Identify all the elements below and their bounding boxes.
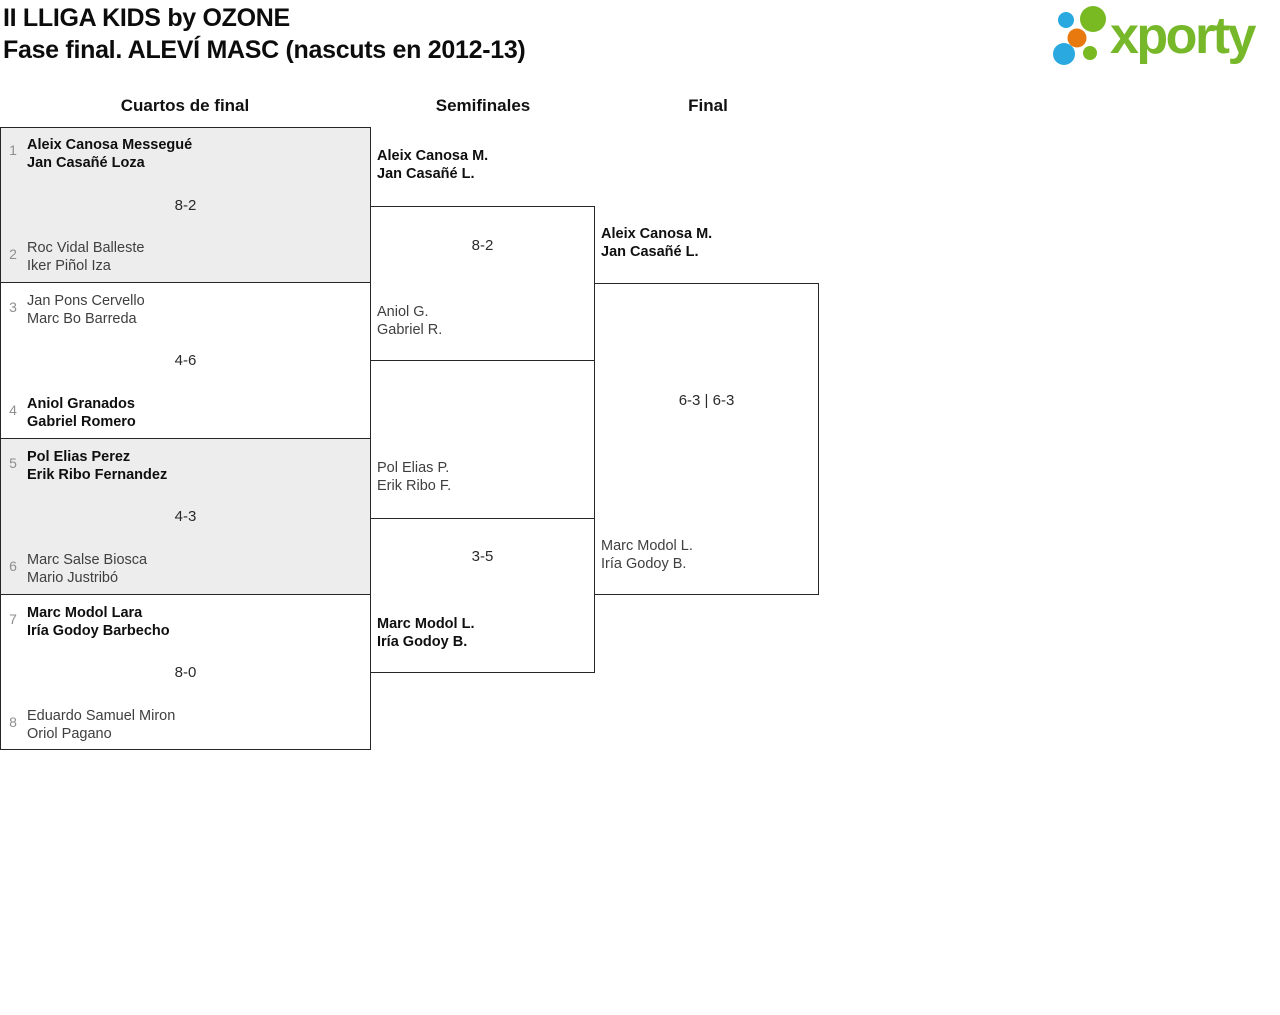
qf1-score: 8-2 — [174, 197, 197, 214]
logo-wordmark: xporty — [1110, 7, 1256, 65]
column-header-semifinals: Semifinales — [435, 96, 531, 115]
player-name: Erik Ribo Fernandez — [27, 467, 168, 483]
player-name: Marc Modol L. — [601, 538, 693, 554]
player-name: Aleix Canosa M. — [377, 148, 489, 164]
qf4-team-bottom: Eduardo Samuel Miron Oriol Pagano — [27, 707, 175, 743]
player-name: Roc Vidal Balleste — [27, 240, 145, 256]
sf1-team-bottom: Aniol G. Gabriel R. — [377, 303, 442, 339]
logo-dots-icon — [1053, 6, 1106, 65]
qf3-score: 4-3 — [174, 508, 197, 525]
qf1-team-top: Aleix Canosa Messegué Jan Casañé Loza — [27, 136, 192, 172]
player-name: Marc Bo Barreda — [27, 311, 137, 327]
qf-match-3-box — [0, 438, 371, 595]
xporty-logo[interactable]: xporty — [1046, 4, 1278, 70]
seed-6: 6 — [9, 558, 17, 574]
qf2-team-bottom: Aniol Granados Gabriel Romero — [27, 395, 136, 431]
seed-3: 3 — [9, 299, 17, 315]
seed-1: 1 — [9, 142, 17, 158]
qf3-team-bottom: Marc Salse Biosca Mario Justribó — [27, 551, 147, 587]
player-name: Aleix Canosa Messegué — [27, 137, 193, 153]
logo-dot-green-large — [1080, 6, 1106, 32]
qf-match-2-box — [0, 282, 371, 439]
column-header-final: Final — [688, 96, 728, 115]
player-name: Aniol Granados — [27, 396, 135, 412]
sf1-team-top: Aleix Canosa M. Jan Casañé L. — [377, 147, 488, 183]
seed-8: 8 — [9, 714, 17, 730]
seed-7: 7 — [9, 611, 17, 627]
qf4-score: 8-0 — [174, 664, 197, 681]
sf2-score: 3-5 — [471, 548, 494, 565]
sf2-team-bottom: Marc Modol L. Iría Godoy B. — [377, 615, 474, 651]
logo-dot-blue-large — [1053, 43, 1075, 65]
player-name: Jan Casañé Loza — [27, 155, 145, 171]
player-name: Iker Piñol Iza — [27, 258, 111, 274]
player-name: Oriol Pagano — [27, 726, 112, 742]
player-name: Aniol G. — [377, 304, 429, 320]
column-header-quarterfinals: Cuartos de final — [120, 96, 250, 115]
final-team-top: Aleix Canosa M. Jan Casañé L. — [601, 225, 712, 261]
player-name: Marc Salse Biosca — [27, 552, 148, 568]
seed-2: 2 — [9, 246, 17, 262]
player-name: Iría Godoy Barbecho — [27, 623, 170, 639]
tournament-subtitle: Fase final. ALEVÍ MASC (nascuts en 2012-… — [3, 36, 526, 64]
seed-4: 4 — [9, 402, 17, 418]
player-name: Gabriel R. — [377, 322, 443, 338]
player-name: Iría Godoy B. — [377, 634, 468, 650]
qf1-team-bottom: Roc Vidal Balleste Iker Piñol Iza — [27, 239, 144, 275]
player-name: Pol Elias P. — [377, 460, 450, 476]
seed-5: 5 — [9, 455, 17, 471]
player-name: Jan Casañé L. — [601, 244, 699, 260]
logo-dot-blue-small — [1058, 12, 1074, 28]
qf4-team-top: Marc Modol Lara Iría Godoy Barbecho — [27, 604, 170, 640]
player-name: Pol Elias Perez — [27, 449, 131, 465]
logo-dot-green-small — [1083, 46, 1097, 60]
player-name: Gabriel Romero — [27, 414, 136, 430]
player-name: Aleix Canosa M. — [601, 226, 713, 242]
qf2-score: 4-6 — [174, 352, 197, 369]
sf-match-2-box — [370, 518, 595, 673]
player-name: Jan Pons Cervello — [27, 293, 145, 309]
final-team-bottom: Marc Modol L. Iría Godoy B. — [601, 537, 693, 573]
qf2-team-top: Jan Pons Cervello Marc Bo Barreda — [27, 292, 145, 328]
player-name: Mario Justribó — [27, 570, 119, 586]
tournament-title: II LLIGA KIDS by OZONE — [3, 4, 290, 32]
final-match-box — [594, 283, 819, 595]
qf3-team-top: Pol Elias Perez Erik Ribo Fernandez — [27, 448, 167, 484]
logo-dot-orange — [1067, 28, 1087, 48]
player-name: Jan Casañé L. — [377, 166, 475, 182]
sf1-score: 8-2 — [471, 237, 494, 254]
player-name: Erik Ribo F. — [377, 478, 452, 494]
sf2-team-top: Pol Elias P. Erik Ribo F. — [377, 459, 451, 495]
final-score: 6-3 | 6-3 — [678, 392, 735, 409]
player-name: Eduardo Samuel Miron — [27, 708, 176, 724]
qf-match-4-box — [0, 594, 371, 750]
player-name: Marc Modol Lara — [27, 605, 143, 621]
qf-match-1-box — [0, 127, 371, 283]
player-name: Marc Modol L. — [377, 616, 475, 632]
player-name: Iría Godoy B. — [601, 556, 687, 572]
